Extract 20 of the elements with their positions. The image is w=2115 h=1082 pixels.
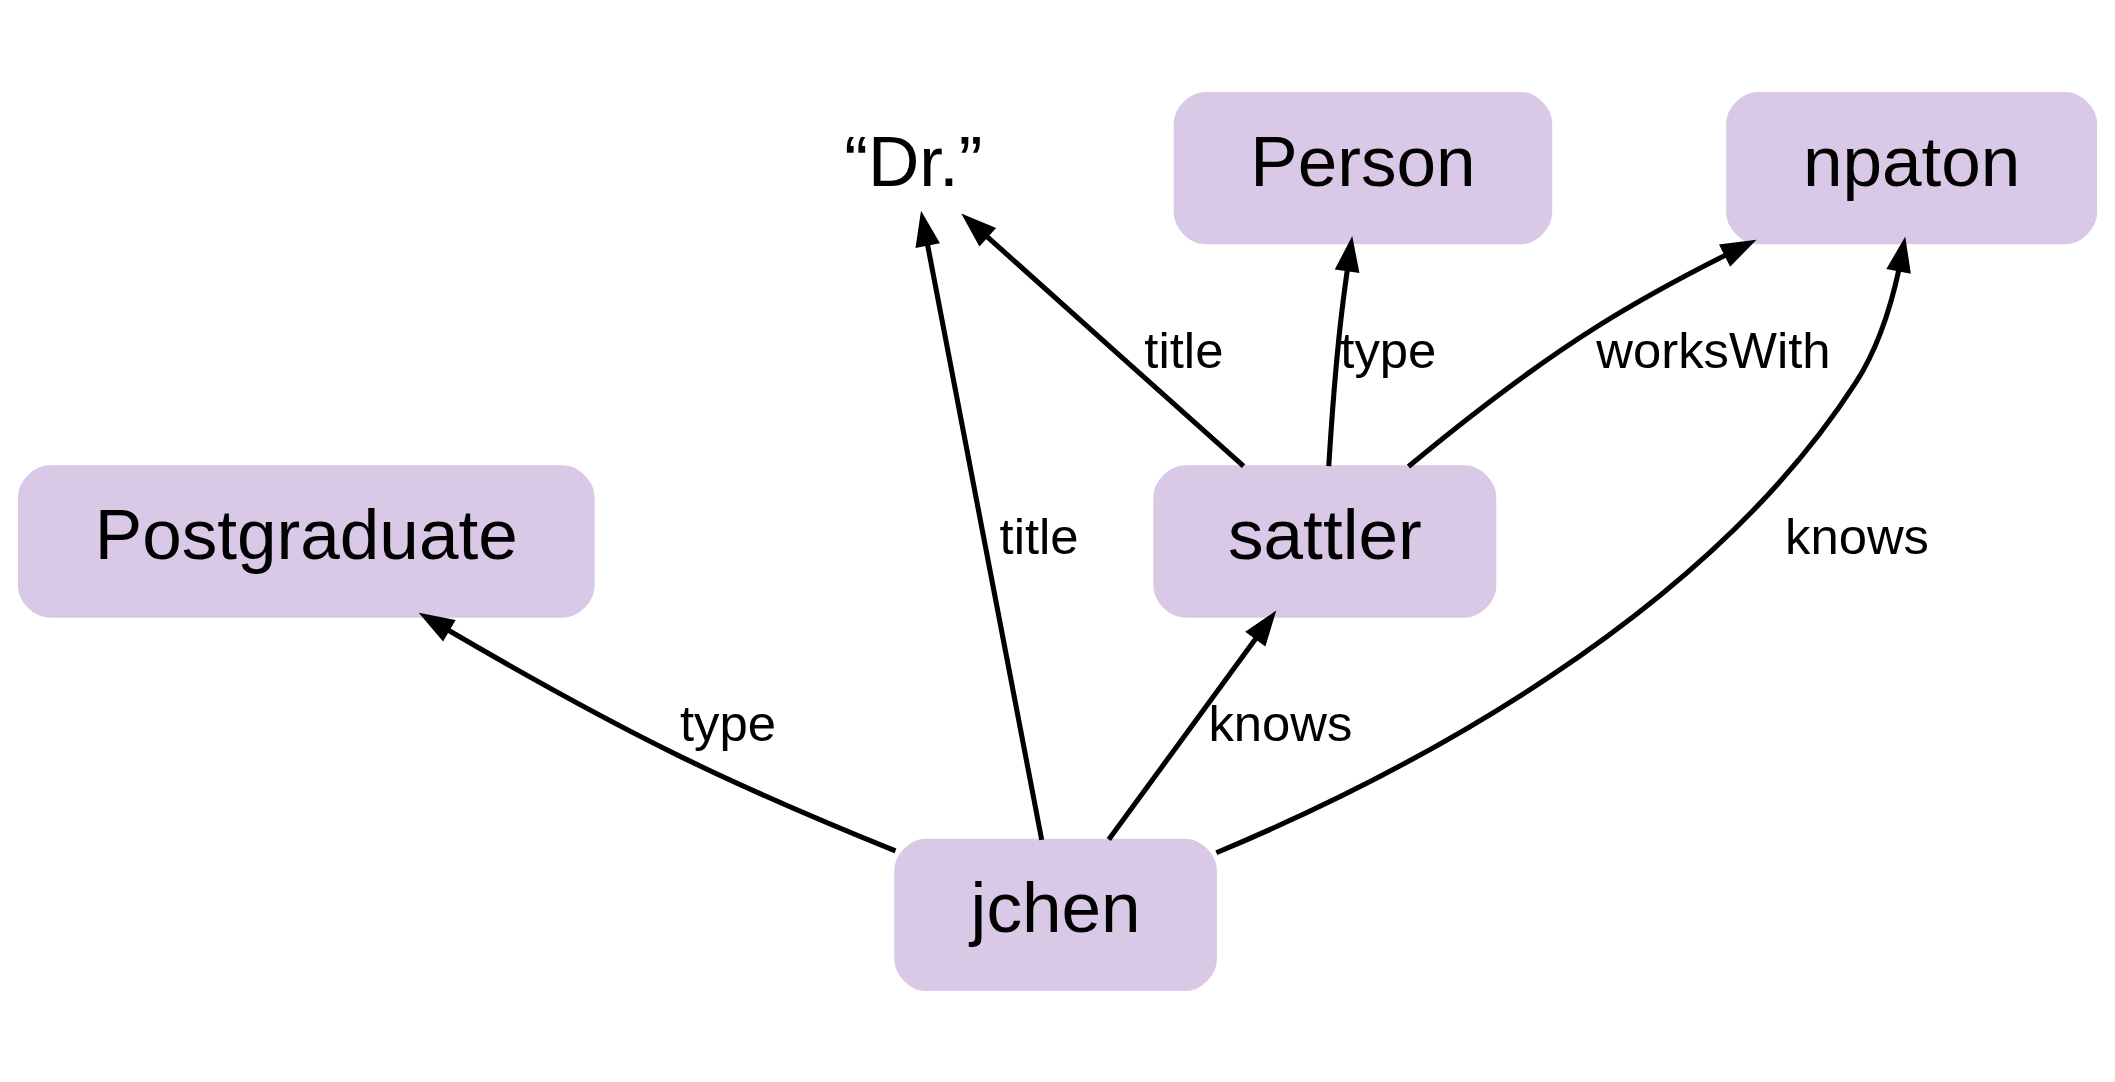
arrow bbox=[961, 213, 1246, 468]
edge-label: type bbox=[1340, 321, 1437, 378]
node-box: Person bbox=[1173, 91, 1553, 244]
arrow bbox=[418, 612, 897, 853]
node-text: “Dr.” bbox=[844, 121, 983, 201]
arrow bbox=[915, 210, 1045, 840]
arrow bbox=[1326, 235, 1360, 466]
node-box: jchen bbox=[894, 838, 1217, 991]
arrow bbox=[1215, 235, 1911, 855]
arrow bbox=[1106, 609, 1277, 841]
edge-label: knows bbox=[1208, 694, 1353, 752]
arrow bbox=[1406, 239, 1757, 468]
edge-label: title bbox=[999, 507, 1079, 565]
edge-label: knows bbox=[1785, 507, 1930, 565]
edge-label: type bbox=[679, 694, 776, 752]
edge-label: worksWith bbox=[1596, 321, 1831, 378]
node-box: Postgraduate bbox=[17, 464, 595, 618]
node-box: npaton bbox=[1726, 91, 2098, 244]
edge-label: title bbox=[1144, 321, 1224, 378]
node-box: sattler bbox=[1153, 464, 1497, 618]
